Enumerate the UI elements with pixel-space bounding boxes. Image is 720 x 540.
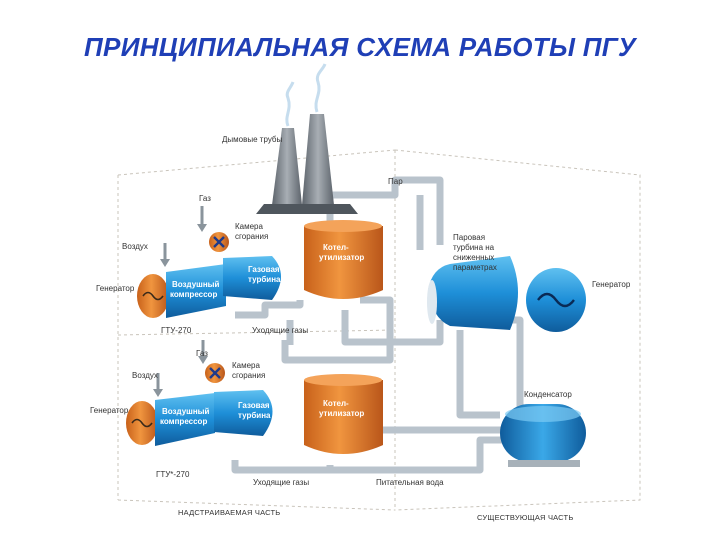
label-combustion-top-2: сгорания: [235, 232, 268, 241]
label-combustion-top-1: Камера: [235, 222, 264, 231]
label-generator-top-left: Генератор: [96, 284, 135, 293]
cross-icon: [213, 236, 225, 248]
label-gas-turbine-bottom-2: турбина: [238, 411, 271, 420]
label-gas-turbine-bottom-1: Газовая: [238, 401, 270, 410]
generator-right: [526, 268, 586, 332]
label-steam-turbine-4: параметрах: [453, 263, 497, 272]
dashed-frames: [117, 149, 641, 511]
label-gas-turbine-top-1: Газовая: [248, 265, 280, 274]
label-feed-water: Питательная вода: [376, 478, 444, 487]
label-gas-turbine-top-2: турбина: [248, 275, 281, 284]
label-boiler-bottom-2: утилизатор: [319, 409, 364, 418]
compressor-bottom: [155, 393, 215, 446]
label-generator-right: Генератор: [592, 280, 631, 289]
label-air-top: Воздух: [122, 242, 148, 251]
label-air-bottom: Воздух: [132, 371, 158, 380]
gtu-bottom: [126, 340, 273, 446]
label-condenser: Конденсатор: [524, 390, 572, 399]
label-boiler-top-2: утилизатор: [319, 253, 364, 262]
label-combustion-bottom-2: сгорания: [232, 371, 265, 380]
gas-turbine-top: [223, 256, 281, 300]
sine-wave-icon: [142, 291, 164, 301]
label-chimneys: Дымовые трубы: [222, 135, 282, 144]
label-compressor-bottom-1: Воздушный: [162, 407, 209, 416]
label-exhaust-bottom: Уходящие газы: [253, 478, 309, 487]
chimneys: [256, 63, 358, 214]
label-gas-top: Газ: [199, 194, 211, 203]
label-steam-turbine-1: Паровая: [453, 233, 485, 242]
cross-icon: [209, 367, 221, 379]
label-compressor-bottom-2: компрессор: [160, 417, 207, 426]
label-boiler-top-1: Котел-: [323, 243, 349, 252]
label-combustion-bottom-1: Камера: [232, 361, 261, 370]
gas-turbine-bottom: [214, 390, 273, 436]
label-steam-turbine-3: сниженных: [453, 253, 494, 262]
label-boiler-bottom-1: Котел-: [323, 399, 349, 408]
label-generator-bottom-left: Генератор: [90, 406, 129, 415]
label-gtu-top: ГТУ-270: [161, 326, 192, 335]
boiler-top: [304, 220, 383, 299]
sine-wave-icon: [537, 292, 575, 308]
label-gas-bottom: Газ: [196, 349, 208, 358]
label-add-on-part: НАДСТРАИВАЕМАЯ ЧАСТЬ: [178, 508, 280, 517]
steam-turbine: [427, 256, 518, 330]
gtu-top: [137, 206, 281, 318]
label-steam-turbine-2: турбина на: [453, 243, 495, 252]
boiler-bottom: [304, 374, 383, 454]
label-gtu-bottom: ГТУ*-270: [156, 470, 190, 479]
condenser: [500, 404, 586, 467]
label-exhaust-top: Уходящие газы: [252, 326, 308, 335]
label-compressor-top-1: Воздушный: [172, 280, 219, 289]
label-compressor-top-2: компрессор: [170, 290, 217, 299]
sine-wave-icon: [131, 418, 153, 428]
page-title: ПРИНЦИПИАЛЬНАЯ СХЕМА РАБОТЫ ПГУ: [84, 32, 636, 62]
label-steam: Пар: [388, 177, 403, 186]
label-existing-part: СУЩЕСТВУЮЩАЯ ЧАСТЬ: [477, 513, 573, 522]
diagram-labels: Дымовые трубы Пар Газ Камера сгорания Во…: [90, 135, 631, 522]
compressor-top: [166, 264, 226, 318]
